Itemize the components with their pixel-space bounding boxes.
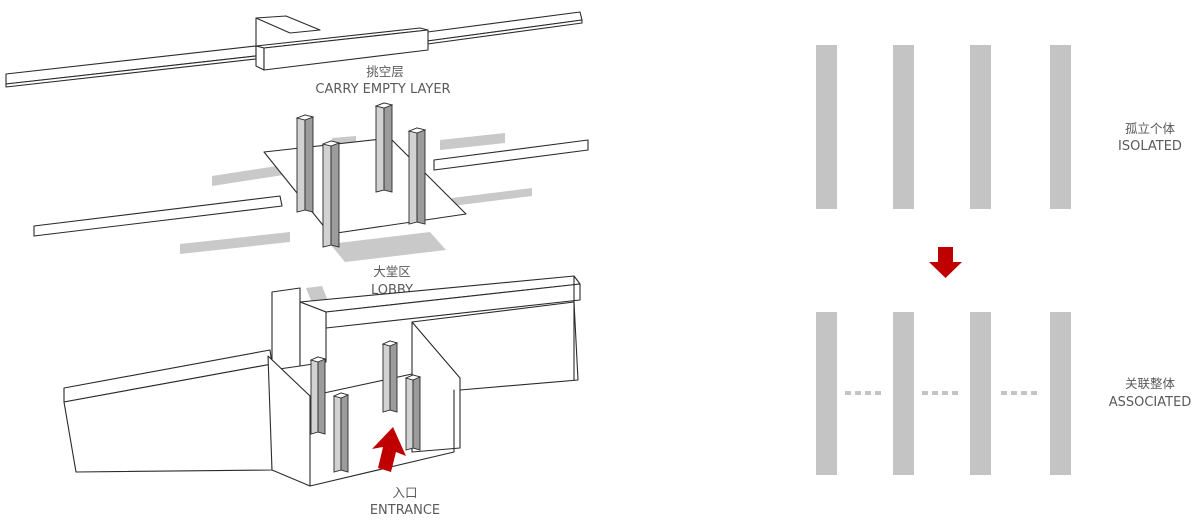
lobby-column-4 (407, 127, 427, 225)
carry-empty-layer-cn-label: 挑空层 (366, 64, 404, 79)
isolated-bars (816, 45, 1071, 209)
shadow-right-upper (440, 133, 505, 150)
slab-center-front (263, 29, 429, 71)
associated-bar-3 (970, 312, 991, 475)
link-dash (942, 391, 948, 395)
associated-cn-label: 关联整体 (1125, 376, 1176, 391)
link-dash (845, 391, 851, 395)
associated-bar-1 (816, 312, 837, 475)
associated-bar-2 (893, 312, 914, 475)
entrance-cn-label: 入口 (392, 485, 417, 500)
associated-bars (816, 312, 1071, 475)
isolated-bar-1 (816, 45, 837, 209)
slab-right-arm (419, 11, 583, 43)
isolated-bar-3 (970, 45, 991, 209)
entrance-en-label: ENTRANCE (370, 503, 440, 518)
link-dash (922, 391, 928, 395)
lobby-column-2 (321, 140, 341, 248)
link-dash (1011, 391, 1017, 395)
entrance-box-left-tower (271, 287, 301, 371)
lobby-arm-left (33, 195, 283, 237)
isolated-bar-4 (1050, 45, 1071, 209)
link-dash (875, 391, 881, 395)
associated-en-label: ASSOCIATED (1109, 395, 1192, 410)
link-dash (1031, 391, 1037, 395)
lobby-cn-label: 大堂区 (373, 264, 411, 279)
lobby-column-3 (374, 102, 394, 193)
lobby-arm-right (433, 139, 589, 171)
entrance-column-1 (309, 356, 327, 435)
lobby-floor-plate (263, 137, 467, 235)
carry-empty-layer-drawing (5, 11, 583, 88)
shadow-left-upper (212, 164, 290, 186)
link-dash (865, 391, 871, 395)
link-dash (1021, 391, 1027, 395)
associated-bar-4 (1050, 312, 1071, 475)
entrance-column-3 (381, 340, 399, 413)
shadow-right-lower (452, 188, 532, 206)
shadow-left-lower (180, 232, 290, 254)
shadow-front (330, 232, 446, 262)
entrance-box-inner (299, 301, 327, 367)
carry-empty-layer-en-label: CARRY EMPTY LAYER (315, 82, 450, 97)
slab-center-side (255, 45, 265, 71)
lobby-column-1 (295, 114, 315, 213)
lobby-layer-drawing (33, 102, 589, 262)
link-dash (855, 391, 861, 395)
link-dash (952, 391, 958, 395)
link-dash (932, 391, 938, 395)
associated-links (845, 391, 1037, 395)
entrance-box-left-wall (267, 355, 311, 487)
isolated-bar-2 (893, 45, 914, 209)
entrance-layer-drawing (63, 275, 581, 487)
entrance-column-2 (332, 392, 350, 473)
down-arrow-icon (929, 247, 962, 278)
entrance-arrow-icon (372, 427, 406, 472)
isolated-cn-label: 孤立个体 (1125, 121, 1176, 136)
slab-left-arm (5, 45, 257, 85)
link-dash (1001, 391, 1007, 395)
entrance-column-4 (404, 374, 422, 451)
isolated-en-label: ISOLATED (1118, 139, 1182, 154)
slab-back-block (255, 15, 321, 34)
